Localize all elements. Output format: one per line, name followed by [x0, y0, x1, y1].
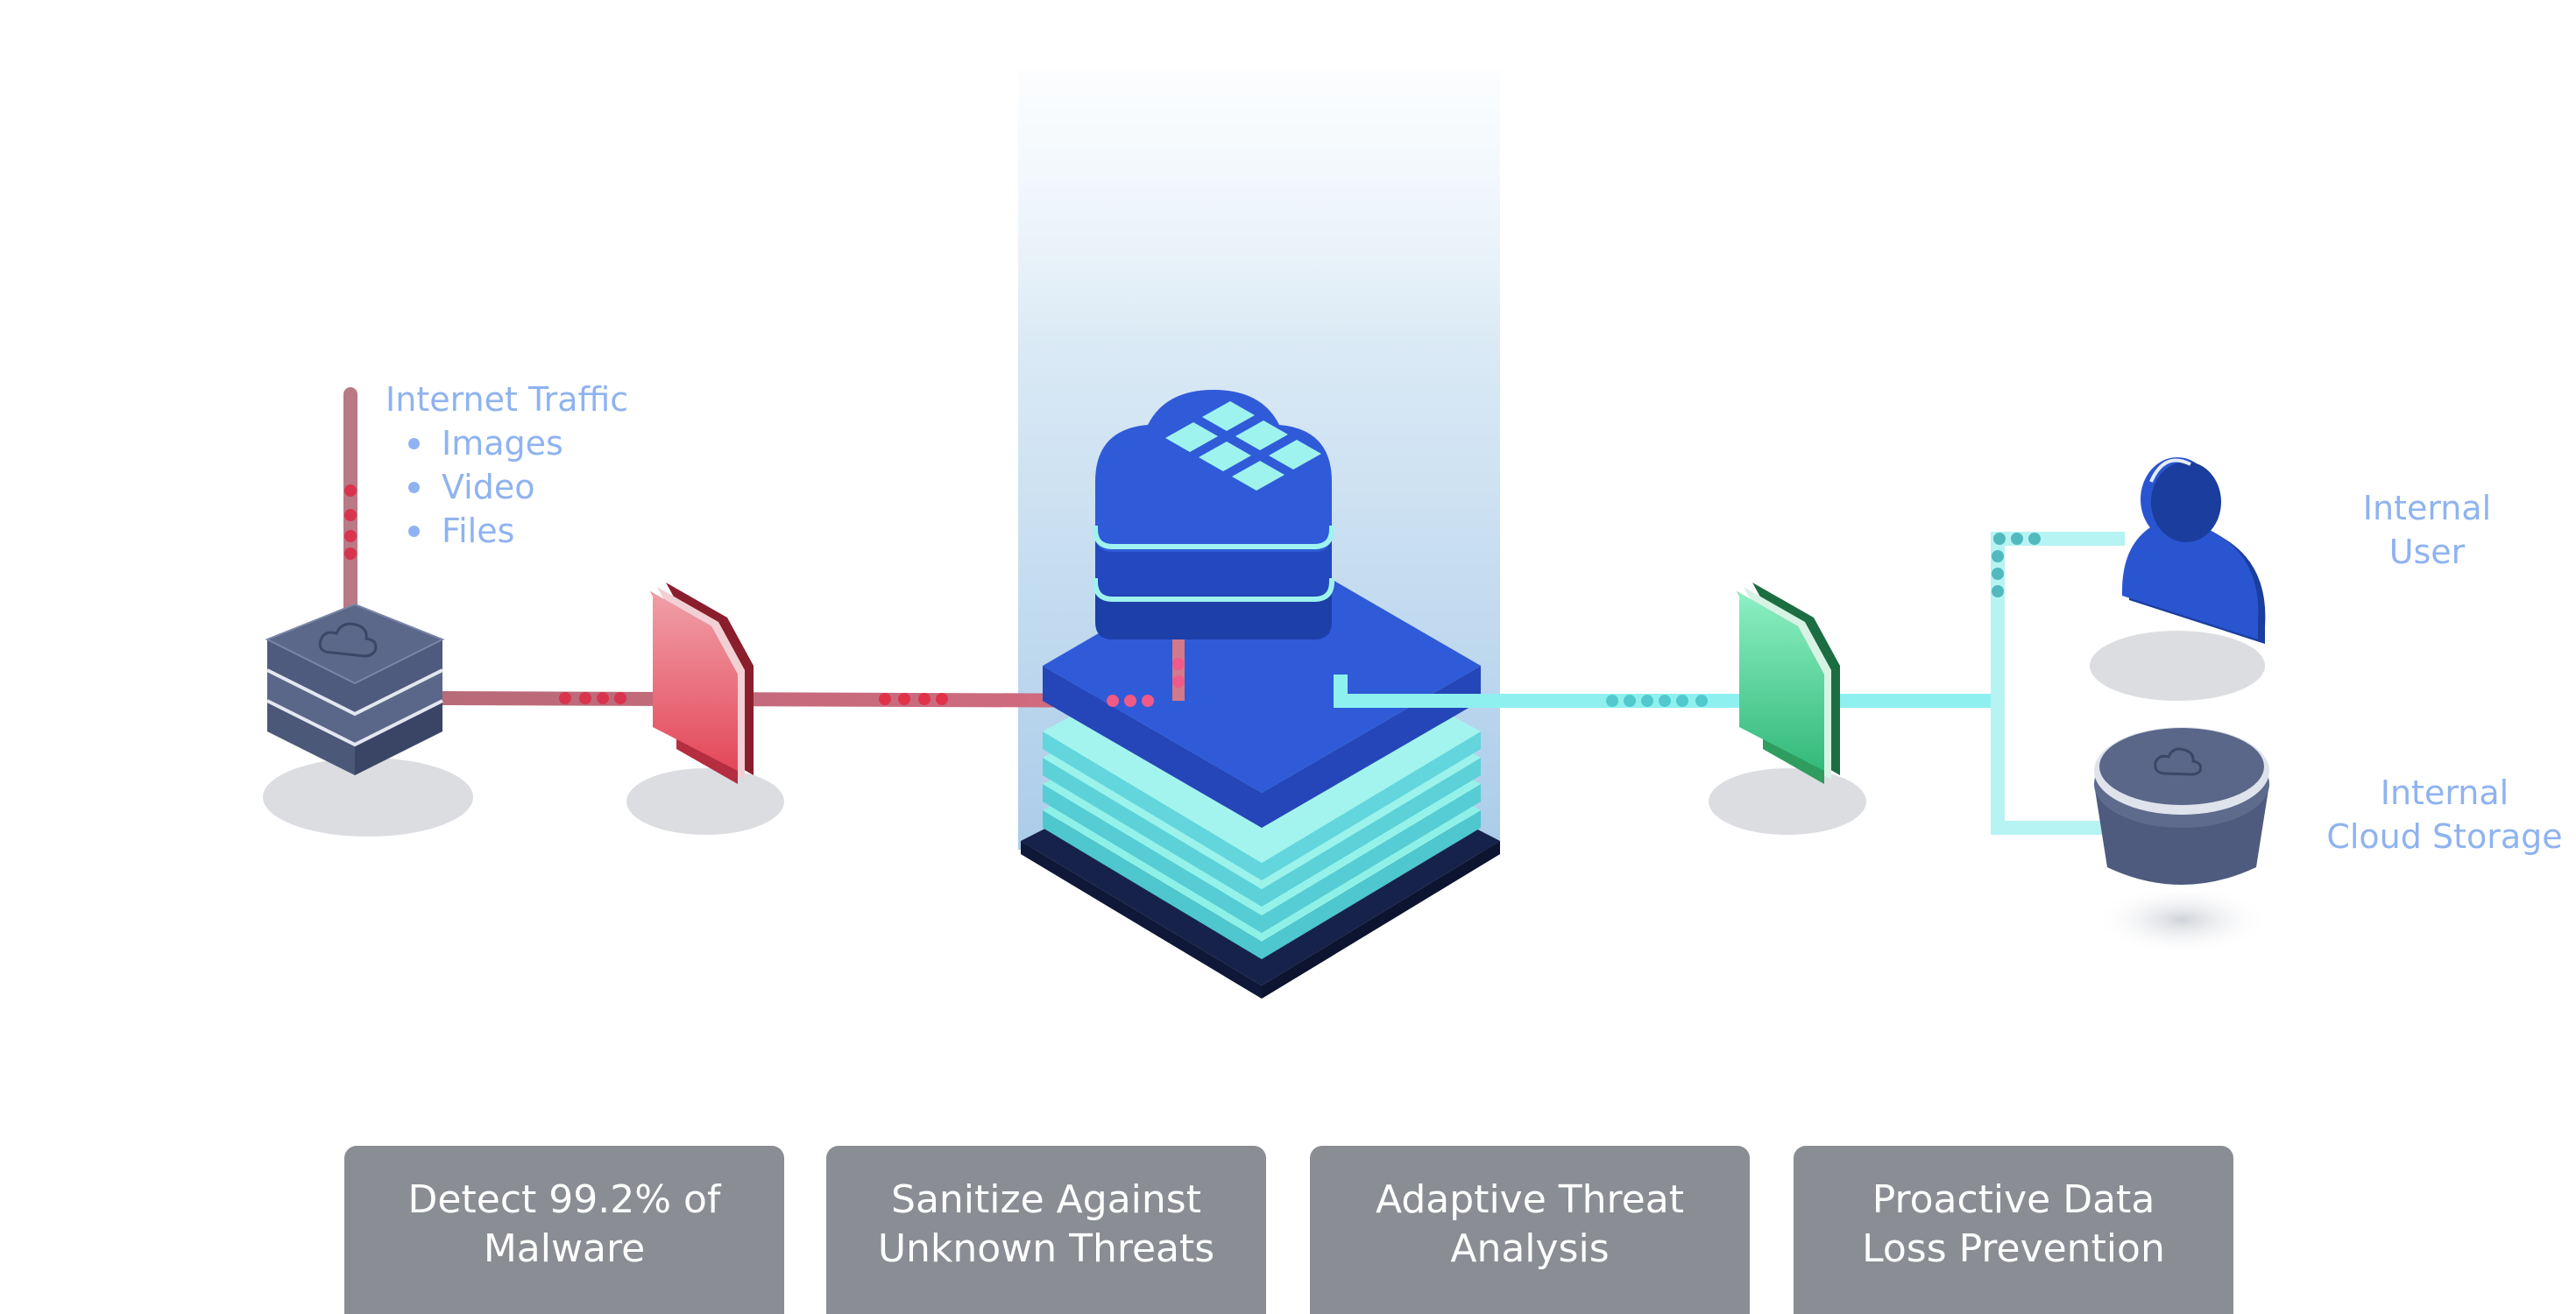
internal-storage-line2: Cloud Storage: [2326, 817, 2563, 856]
storage-shadow: [2094, 885, 2269, 955]
feature-threat-analysis: Adaptive Threat Analysis: [1310, 1146, 1750, 1314]
internal-user-label: Internal User: [2322, 486, 2532, 574]
source-shadow: [263, 758, 473, 837]
feature-label: Proactive Data Loss Prevention: [1862, 1177, 2165, 1271]
inbound-dots-1: [559, 692, 626, 704]
internet-traffic-title: Internet Traffic: [386, 380, 629, 419]
green-document-icon: [1737, 583, 1840, 784]
feature-data-loss-prevention: Proactive Data Loss Prevention: [1794, 1146, 2233, 1314]
user-icon: [2122, 457, 2266, 644]
green-doc-shadow: [1709, 768, 1866, 835]
internal-storage-label: Internal Cloud Storage: [2313, 771, 2576, 858]
feature-sanitize-threats: Sanitize Against Unknown Threats: [826, 1146, 1266, 1314]
feature-label: Sanitize Against Unknown Threats: [877, 1177, 1215, 1271]
list-item: Images: [386, 421, 628, 465]
branch-dots: [1992, 533, 2041, 597]
internal-storage-line1: Internal: [2380, 774, 2509, 812]
outbound-dots: [1606, 695, 1708, 707]
cloud-storage-bucket-icon: [2094, 727, 2269, 885]
branch-line-storage: [1991, 701, 2103, 835]
list-item: Files: [386, 509, 628, 553]
traffic-dots: [344, 484, 357, 560]
engine-connector-cyan: [1334, 675, 1437, 708]
internal-user-line1: Internal: [2362, 489, 2492, 527]
traffic-type-list: Images Video Files: [386, 421, 628, 553]
grid-icon: [1165, 401, 1321, 491]
engine-dots: [1107, 658, 1185, 707]
feature-label: Adaptive Threat Analysis: [1376, 1177, 1684, 1271]
inbound-dots-2: [879, 693, 948, 705]
cloud-grid-stack-icon: [1093, 390, 1334, 639]
red-document-icon: [650, 583, 754, 784]
internal-user-line2: User: [2388, 533, 2466, 571]
internet-traffic-label: Internet Traffic Images Video Files: [386, 378, 628, 553]
list-item: Video: [386, 465, 628, 509]
red-doc-shadow: [626, 768, 784, 835]
feature-label: Detect 99.2% of Malware: [407, 1177, 721, 1271]
feature-detect-malware: Detect 99.2% of Malware: [344, 1146, 784, 1314]
cloud-server-icon: [265, 603, 445, 775]
user-shadow: [2090, 631, 2265, 701]
